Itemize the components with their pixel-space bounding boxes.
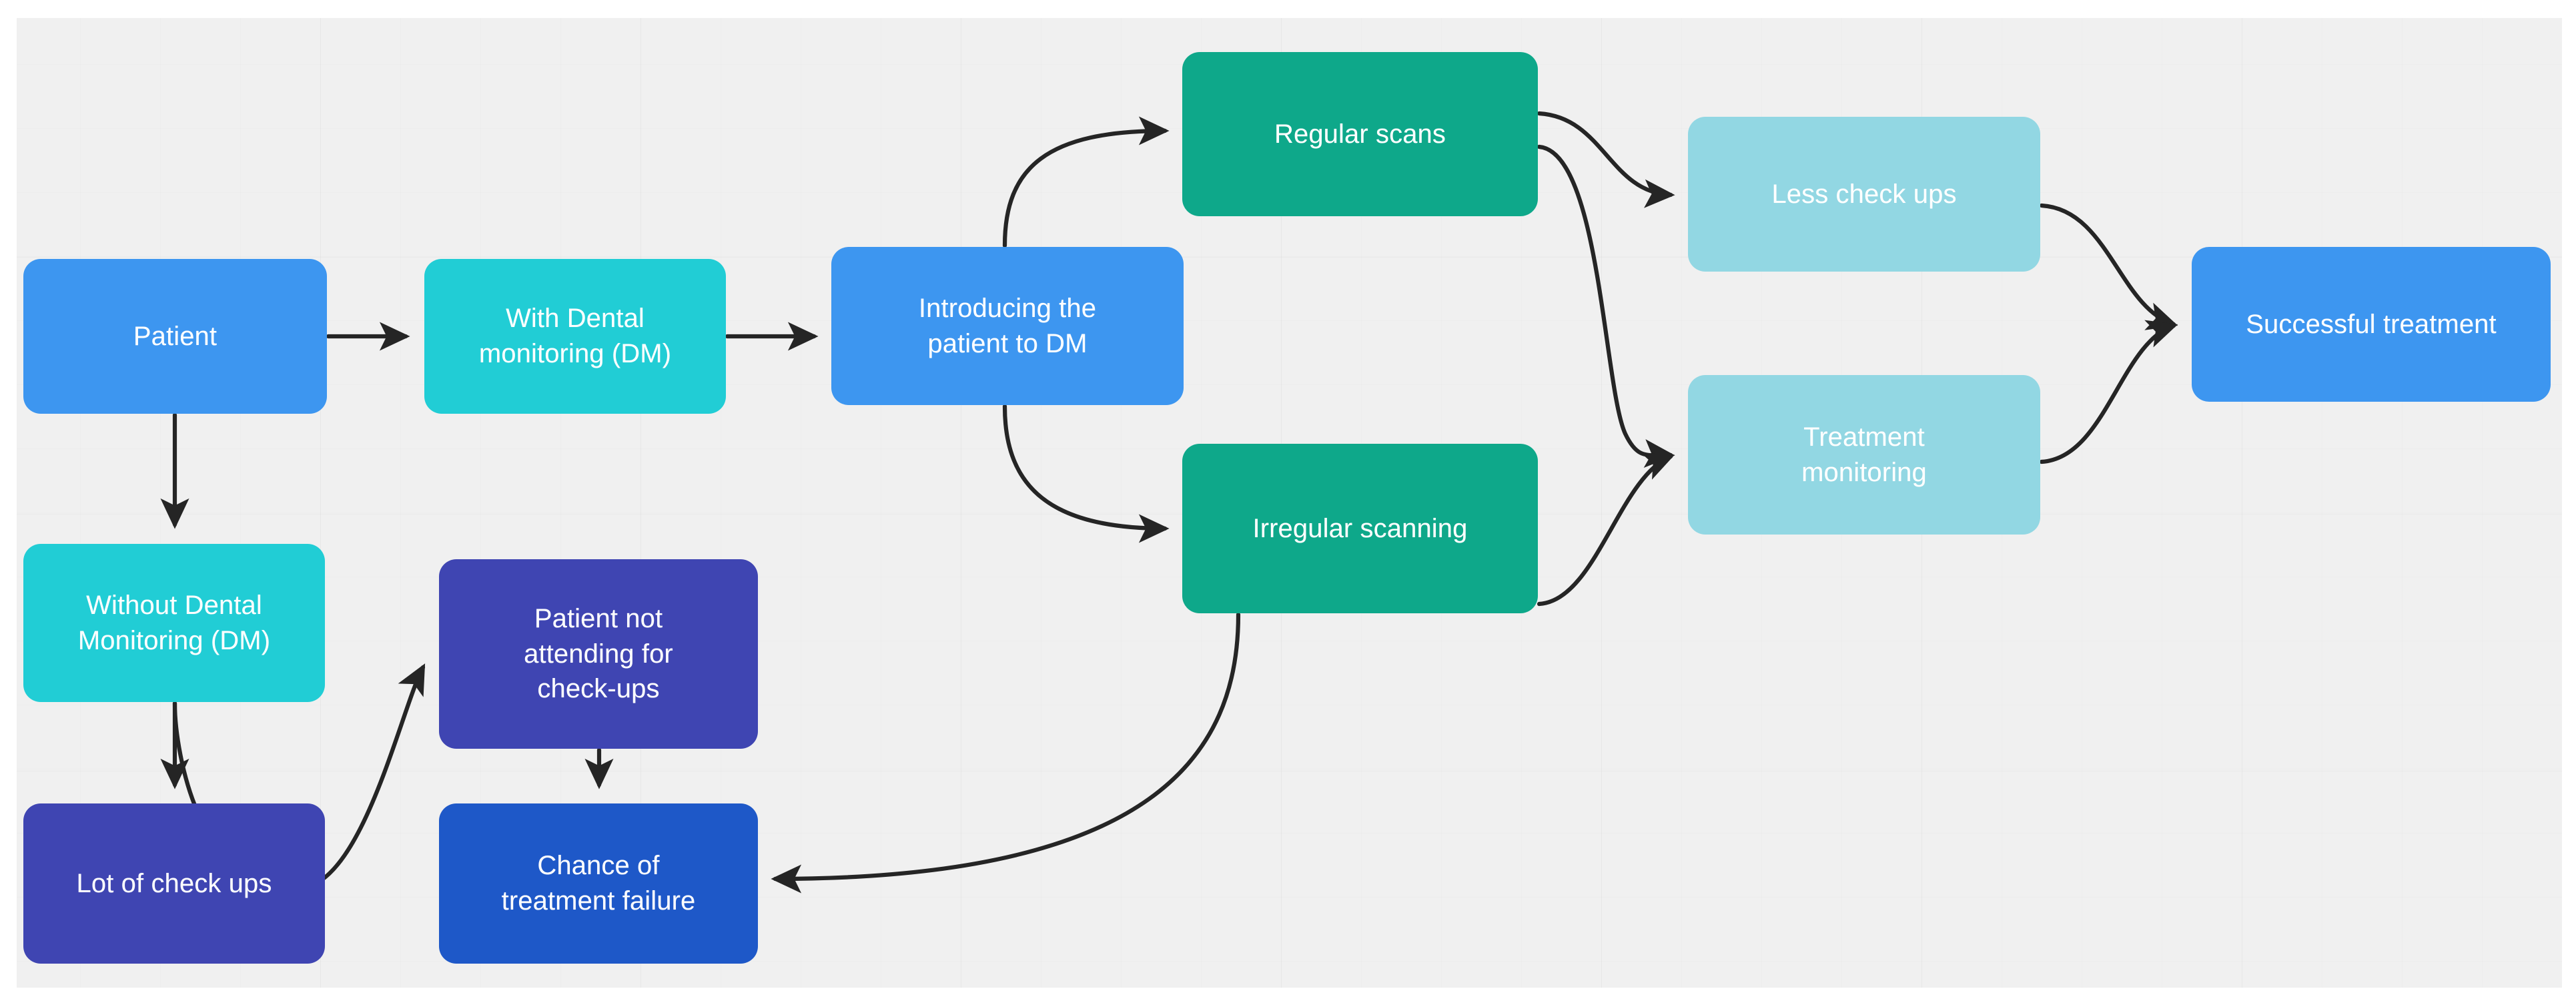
node-successful-treatment[interactable]: Successful treatment — [2192, 247, 2551, 402]
node-chance-of-treatment-failure[interactable]: Chance of treatment failure — [439, 803, 758, 964]
node-successful-treatment-label: Successful treatment — [2246, 309, 2497, 339]
node-chance-of-treatment-failure-label: Chance of treatment failure — [501, 851, 696, 916]
node-less-check-ups[interactable]: Less check ups — [1688, 117, 2040, 272]
node-without-dental-monitoring-label: Without Dental Monitoring (DM) — [77, 590, 271, 655]
node-treatment-monitoring[interactable]: Treatment monitoring — [1688, 375, 2040, 535]
node-with-dental-monitoring-label: With Dental monitoring (DM) — [478, 304, 672, 368]
node-regular-scans[interactable]: Regular scans — [1182, 52, 1538, 216]
node-patient-label: Patient — [133, 321, 218, 351]
node-regular-scans-label: Regular scans — [1274, 119, 1446, 149]
node-patient[interactable]: Patient — [23, 259, 327, 414]
node-irregular-scanning[interactable]: Irregular scanning — [1182, 444, 1538, 613]
node-without-dental-monitoring[interactable]: Without Dental Monitoring (DM) — [23, 544, 325, 702]
node-irregular-scanning-label: Irregular scanning — [1252, 513, 1468, 543]
node-introducing-patient-to-dm-label: Introducing the patient to DM — [918, 293, 1097, 358]
node-with-dental-monitoring[interactable]: With Dental monitoring (DM) — [424, 259, 726, 414]
node-lot-of-check-ups[interactable]: Lot of check ups — [23, 803, 325, 964]
node-introducing-patient-to-dm[interactable]: Introducing the patient to DM — [831, 247, 1184, 405]
node-less-check-ups-label: Less check ups — [1771, 179, 1957, 209]
node-patient-not-attending-label: Patient not attending for check-ups — [524, 603, 673, 704]
node-treatment-monitoring-label: Treatment monitoring — [1801, 422, 1927, 487]
node-patient-not-attending[interactable]: Patient not attending for check-ups — [439, 559, 758, 749]
node-lot-of-check-ups-label: Lot of check ups — [76, 868, 272, 898]
